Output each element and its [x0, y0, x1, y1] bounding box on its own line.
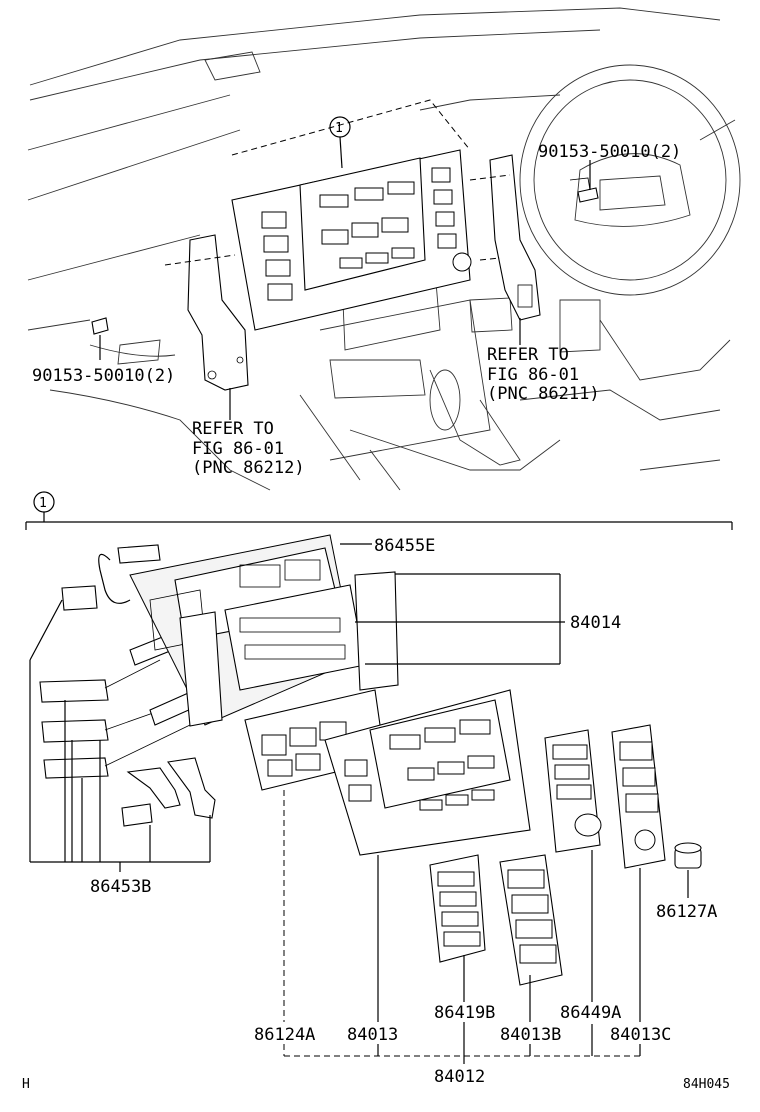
label-bolt-left: 90153-50010(2) [32, 366, 175, 386]
label-refer-left-3: (PNC 86212) [192, 458, 305, 478]
callout-1-bottom: 1 [33, 491, 55, 522]
label-86124A: 86124A [254, 1025, 315, 1045]
knob-86127A [674, 842, 702, 869]
main-panel-84013 [324, 689, 531, 856]
callout-number-bottom: 1 [39, 496, 47, 511]
leader-lines [29, 543, 689, 1064]
callout-number: 1 [335, 121, 343, 136]
figure-code: 84H045 [683, 1077, 730, 1092]
label-86127A: 86127A [656, 902, 717, 922]
label-84012: 84012 [434, 1067, 485, 1087]
bolt-left [91, 317, 109, 335]
label-refer-right-3: (PNC 86211) [487, 384, 600, 404]
panel-84013B [499, 854, 563, 986]
label-86449A: 86449A [560, 1003, 621, 1023]
right-bracket-top [489, 154, 541, 321]
label-84013B: 84013B [500, 1025, 561, 1045]
circuit-board-84014 [179, 571, 399, 727]
left-bracket-top [187, 234, 249, 391]
label-84014: 84014 [570, 613, 621, 633]
corner-mark: H [22, 1077, 30, 1092]
switch-86449A [544, 729, 602, 853]
label-84013C: 84013C [610, 1025, 671, 1045]
label-refer-left-2: FIG 86-01 [192, 439, 284, 459]
panel-84013C [611, 724, 666, 869]
label-86455E: 86455E [374, 536, 435, 556]
head-unit-installed [231, 149, 472, 331]
callout-1-top: 1 [329, 116, 351, 169]
bracket-small-b [167, 757, 216, 819]
label-refer-right-1: REFER TO [487, 345, 569, 365]
label-refer-right-2: FIG 86-01 [487, 365, 579, 385]
label-bolt-right: 90153-50010(2) [538, 142, 681, 162]
label-86453B: 86453B [90, 877, 151, 897]
label-86419B: 86419B [434, 1003, 495, 1023]
bolt-right [569, 177, 599, 203]
dashboard-overview: 1 [27, 7, 741, 491]
label-84013: 84013 [347, 1025, 398, 1045]
switch-86419B [429, 854, 486, 963]
label-refer-left-1: REFER TO [192, 419, 274, 439]
bracket-small-a [121, 767, 181, 827]
